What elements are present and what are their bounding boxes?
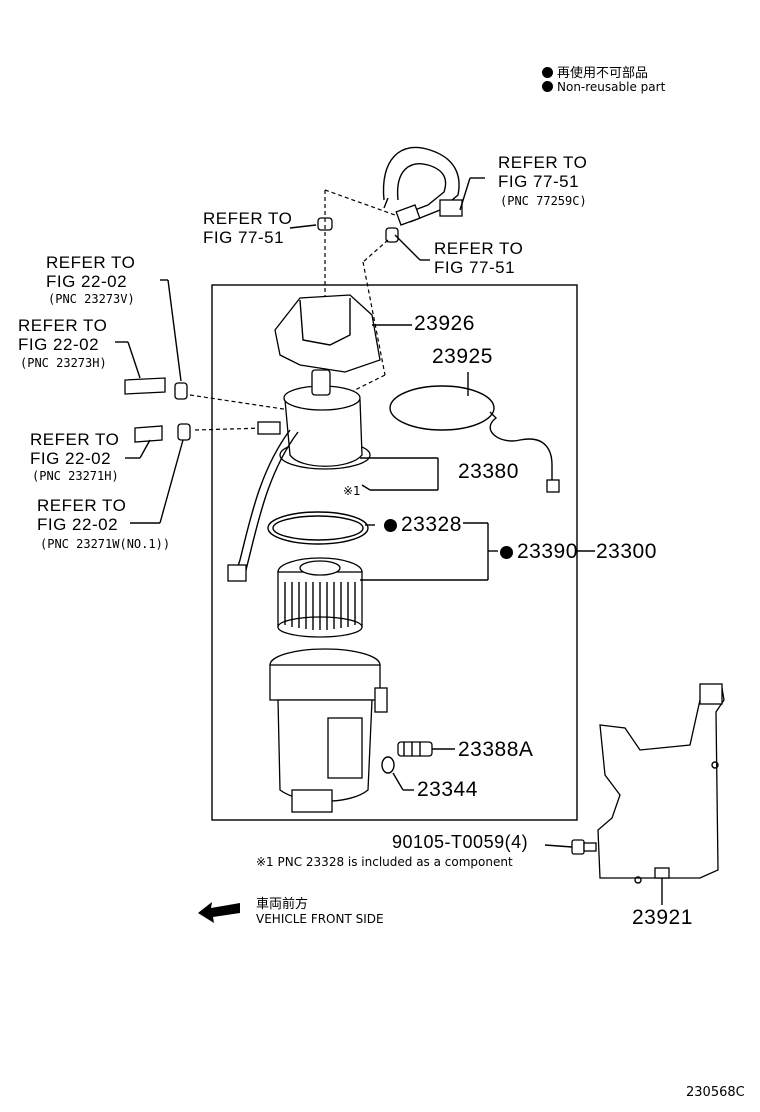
ref-line2: FIG 77-51 xyxy=(203,228,285,247)
figure-id: 230568C xyxy=(686,1085,745,1100)
ref-line1: REFER TO xyxy=(434,239,524,258)
legend-en-text: Non-reusable part xyxy=(557,80,666,94)
filter-head xyxy=(227,369,371,582)
ref-line2: FIG 77-51 xyxy=(434,258,516,277)
part-23300[interactable]: 23300 xyxy=(596,540,657,563)
ref-line2: FIG 77-51 xyxy=(498,172,580,191)
mounting-bracket xyxy=(597,683,725,884)
filter-bowl xyxy=(269,648,388,813)
bolt xyxy=(571,839,597,855)
legend-jp: 再使用不可部品 xyxy=(542,62,648,81)
ref-line1: REFER TO xyxy=(37,496,127,515)
drain-plug xyxy=(397,741,433,757)
part-23328-number: 23328 xyxy=(401,513,462,536)
part-23344[interactable]: 23344 xyxy=(417,778,478,801)
part-23388A[interactable]: 23388A xyxy=(458,738,534,761)
clamp-upper xyxy=(174,382,188,400)
filter-element xyxy=(277,557,363,638)
assembly-frame xyxy=(211,284,578,821)
ref-22-02-23271H[interactable]: REFER TO FIG 22-02 xyxy=(30,430,119,468)
footnote: ※1 PNC 23328 is included as a component xyxy=(256,855,513,869)
ref-22-02-23273V[interactable]: REFER TO FIG 22-02 xyxy=(46,253,135,291)
direction-en: VEHICLE FRONT SIDE xyxy=(256,912,384,926)
ref-line1: REFER TO xyxy=(46,253,136,272)
part-90105[interactable]: 90105-T0059(4) xyxy=(392,832,529,852)
ref-line1: REFER TO xyxy=(203,209,293,228)
ref-22-02-23271W[interactable]: REFER TO FIG 22-02 xyxy=(37,496,126,534)
non-reusable-icon xyxy=(500,546,513,559)
part-23328[interactable]: 23328 xyxy=(384,513,462,537)
ref-line1: REFER TO xyxy=(30,430,120,449)
direction-jp: 車両前方 xyxy=(256,897,309,912)
fuel-hose xyxy=(382,146,463,226)
part-23926[interactable]: 23926 xyxy=(414,312,475,335)
bullet-icon xyxy=(542,67,553,78)
hose-23273H xyxy=(124,377,166,395)
part-23390-number: 23390 xyxy=(517,540,578,563)
ref-77-51-hose[interactable]: REFER TO FIG 77-51 xyxy=(498,153,587,191)
ref-77-51-clip-right[interactable]: REFER TO FIG 77-51 xyxy=(434,239,523,277)
pnc-23271H: (PNC 23271H) xyxy=(32,469,119,483)
hose-23271H xyxy=(134,425,163,443)
pnc-23273V: (PNC 23273V) xyxy=(48,292,135,306)
part-23390[interactable]: 23390 xyxy=(500,540,578,564)
ref-line2: FIG 22-02 xyxy=(30,449,112,468)
ref-22-02-23273H[interactable]: REFER TO FIG 22-02 xyxy=(18,316,107,354)
gasket-ring xyxy=(267,511,369,545)
ref-line1: REFER TO xyxy=(498,153,588,172)
ref-77-51-clip-left[interactable]: REFER TO FIG 77-51 xyxy=(203,209,292,247)
part-23925[interactable]: 23925 xyxy=(432,345,493,368)
part-23921[interactable]: 23921 xyxy=(632,906,693,929)
ref-line2: FIG 22-02 xyxy=(37,515,119,534)
legend-jp-text: 再使用不可部品 xyxy=(557,66,649,81)
filter-cover-bracket xyxy=(274,294,381,373)
pnc-77259C: (PNC 77259C) xyxy=(500,194,587,208)
part-23380-note: ※1 xyxy=(343,484,361,498)
front-arrow-icon xyxy=(198,902,240,923)
legend-en: Non-reusable part xyxy=(542,80,665,94)
pnc-23273H: (PNC 23273H) xyxy=(20,356,107,370)
ref-line2: FIG 22-02 xyxy=(18,335,100,354)
ref-line2: FIG 22-02 xyxy=(46,272,128,291)
part-23380[interactable]: 23380 xyxy=(458,460,519,483)
heater-wire xyxy=(389,385,560,493)
clip-top-right xyxy=(385,227,399,243)
pnc-23271W: (PNC 23271W(NO.1)) xyxy=(40,537,171,551)
bullet-icon xyxy=(542,81,553,92)
o-ring xyxy=(381,756,395,774)
ref-line1: REFER TO xyxy=(18,316,108,335)
non-reusable-icon xyxy=(384,519,397,532)
clamp-lower xyxy=(177,423,191,441)
